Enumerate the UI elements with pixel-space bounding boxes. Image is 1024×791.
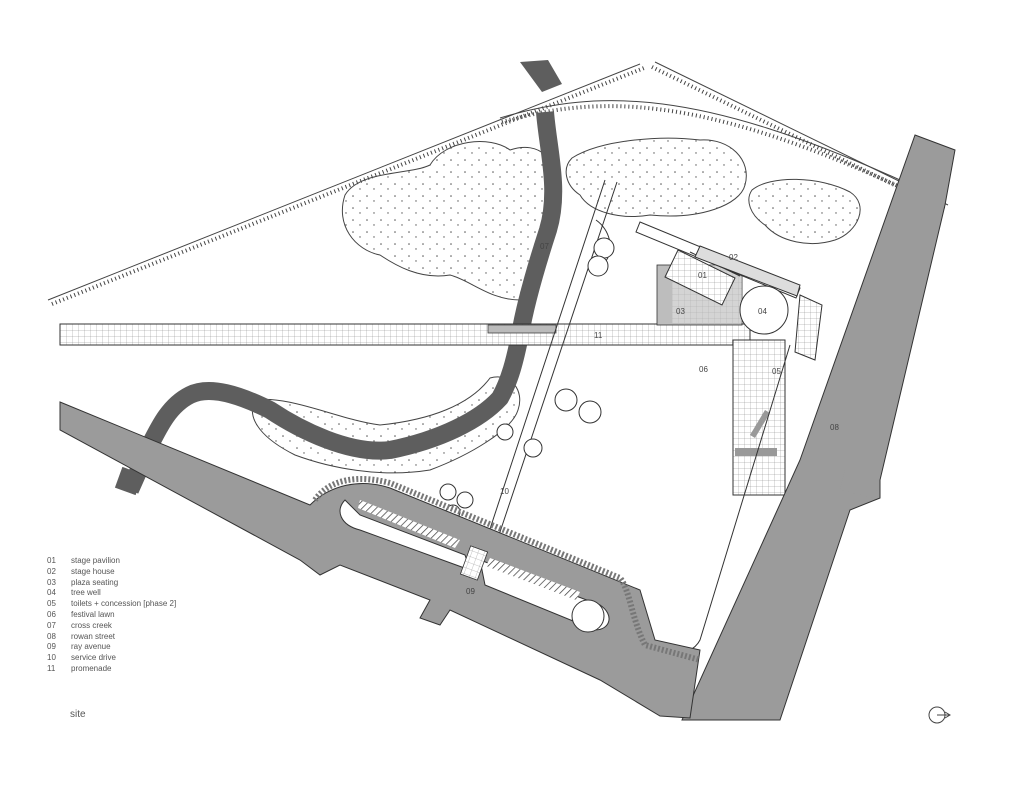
cross-creek <box>114 60 563 496</box>
wooded-areas <box>251 137 861 474</box>
legend-item: 11 promenade <box>47 664 176 675</box>
north-arrow-icon <box>928 706 951 724</box>
legend-label: service drive <box>71 653 116 663</box>
caption: site <box>70 709 86 720</box>
legend-label: stage house <box>71 566 115 576</box>
legend: 01 stage pavilion 02 stage house 03 plaza s… <box>47 556 176 675</box>
legend-label: tree well <box>71 588 101 598</box>
legend-item: 05 toilets + concession [phase 2] <box>47 599 176 610</box>
legend-label: cross creek <box>71 620 112 630</box>
legend-code: 09 <box>47 642 56 652</box>
legend-item: 02 stage house <box>47 567 176 578</box>
legend-item: 09 ray avenue <box>47 642 176 653</box>
legend-code: 07 <box>47 620 56 630</box>
legend-item: 06 festival lawn <box>47 610 176 621</box>
label-02: 02 <box>729 253 738 262</box>
legend-code: 02 <box>47 566 56 576</box>
legend-label: promenade <box>71 663 112 673</box>
creek-bridge <box>487 324 557 334</box>
legend-code: 03 <box>47 577 56 587</box>
legend-item: 08 rowan street <box>47 632 176 643</box>
label-09: 09 <box>466 587 475 596</box>
label-05: 05 <box>772 367 781 376</box>
label-11: 11 <box>594 331 603 340</box>
label-03: 03 <box>676 307 685 316</box>
label-04: 04 <box>758 307 767 316</box>
legend-item: 03 plaza seating <box>47 578 176 589</box>
legend-label: rowan street <box>71 631 116 641</box>
label-01: 01 <box>698 271 707 280</box>
legend-item: 04 tree well <box>47 588 176 599</box>
legend-code: 04 <box>47 588 56 598</box>
tree-well <box>739 285 789 335</box>
legend-code: 10 <box>47 653 56 663</box>
promenade <box>59 323 751 346</box>
legend-label: stage pavilion <box>71 556 120 565</box>
legend-item: 10 service drive <box>47 653 176 664</box>
label-10: 10 <box>500 487 509 496</box>
legend-code: 01 <box>47 556 56 565</box>
plan-labels: 01 02 03 04 05 06 07 08 09 10 11 <box>466 242 839 596</box>
toilets-concession <box>732 339 786 496</box>
legend-item: 01 stage pavilion <box>47 556 176 567</box>
legend-code: 11 <box>47 663 56 673</box>
stage-structure <box>635 221 823 361</box>
legend-code: 06 <box>47 609 56 619</box>
rowan-street <box>681 134 956 721</box>
legend-code: 08 <box>47 631 56 641</box>
legend-label: toilets + concession [phase 2] <box>71 599 177 609</box>
legend-label: plaza seating <box>71 577 119 587</box>
legend-item: 07 cross creek <box>47 621 176 632</box>
label-07: 07 <box>540 242 549 251</box>
legend-label: ray avenue <box>71 642 111 652</box>
ray-avenue <box>59 401 701 719</box>
label-06: 06 <box>699 365 708 374</box>
legend-label: festival lawn <box>71 609 115 619</box>
legend-code: 05 <box>47 599 56 609</box>
label-08: 08 <box>830 423 839 432</box>
